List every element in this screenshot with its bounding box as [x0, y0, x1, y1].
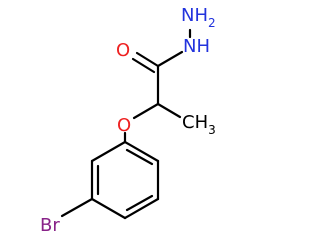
- methyl-label: CH3: [182, 112, 216, 137]
- atom-labels: NH2 NH O O CH3 Br: [40, 5, 216, 236]
- ring-inner-bond-2: [125, 194, 154, 212]
- bonds: [60, 28, 192, 220]
- ring-bond-c1-c2: [123, 140, 160, 163]
- bond-carbonyl-double-1: [135, 51, 160, 68]
- methyl-label-subscript: 3: [208, 123, 216, 137]
- bond-alpha-ether-oxygen: [132, 102, 160, 120]
- ring-bond-c3-c4: [123, 197, 160, 220]
- amine-label-subscript: 2: [208, 16, 216, 30]
- ring-bond-c6-c1: [90, 140, 127, 163]
- ring-bond-c4-c5: [90, 197, 127, 220]
- bond-carbonyl-double-2: [131, 57, 156, 74]
- bond-alpha-methyl: [156, 102, 182, 119]
- bond-nh-carbonyl-carbon: [156, 50, 184, 68]
- ring-inner-bond-1: [125, 148, 154, 166]
- molecule-structure: NH2 NH O O CH3 Br: [40, 5, 216, 236]
- ether-oxygen-label: O: [117, 115, 131, 136]
- amine-label-main: NH: [181, 5, 208, 26]
- methyl-label-main: CH: [182, 112, 208, 133]
- hydrazide-nh-label: NH: [183, 36, 210, 57]
- bromine-label: Br: [40, 215, 60, 236]
- amine-label: NH2: [181, 5, 216, 30]
- bond-ring-bromine: [60, 197, 94, 218]
- carbonyl-oxygen-label: O: [116, 40, 130, 61]
